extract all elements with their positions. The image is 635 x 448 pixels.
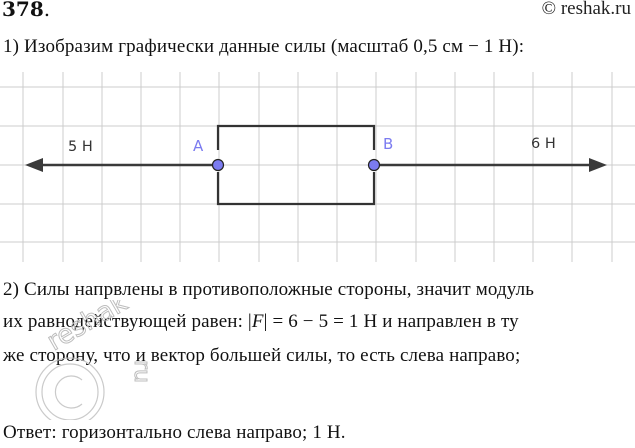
step-2-line-1: 2) Силы напрвлены в противоположные стор… (3, 279, 535, 300)
answer-text: Ответ: горизонтально слева направо; 1 Н. (3, 422, 346, 443)
force-diagram (0, 72, 635, 262)
force-6n-label: 6 H (531, 136, 556, 152)
problem-number: 378. (2, 0, 50, 21)
step-1-text: 1) Изобразим графически данные силы (мас… (3, 36, 525, 57)
body-rectangle (216, 124, 376, 206)
point-a-label: A (193, 137, 204, 155)
step-2-line-3: же сторону, что и вектор большей силы, т… (3, 345, 521, 366)
point-b (367, 158, 381, 172)
copyright-notice: © reshak.ru (541, 0, 631, 19)
force-6n-arrow (374, 158, 607, 172)
step-2-line-2-prefix: их равнодействующей равен: | (3, 311, 252, 332)
force-variable: F (251, 311, 264, 332)
problem-number-value: 378 (2, 0, 44, 21)
point-a (211, 158, 225, 172)
grid (0, 72, 635, 262)
problem-number-dot: . (43, 0, 51, 21)
force-5n-label: 5 H (68, 139, 93, 155)
step-2-line-2: их равнодействующей равен: |F| = 6 − 5 =… (3, 311, 519, 333)
point-b-label: B (383, 135, 394, 153)
step-2-line-2-suffix: | = 6 − 5 = 1 Н и направлен в ту (263, 311, 519, 332)
force-5n-arrow (25, 158, 218, 172)
